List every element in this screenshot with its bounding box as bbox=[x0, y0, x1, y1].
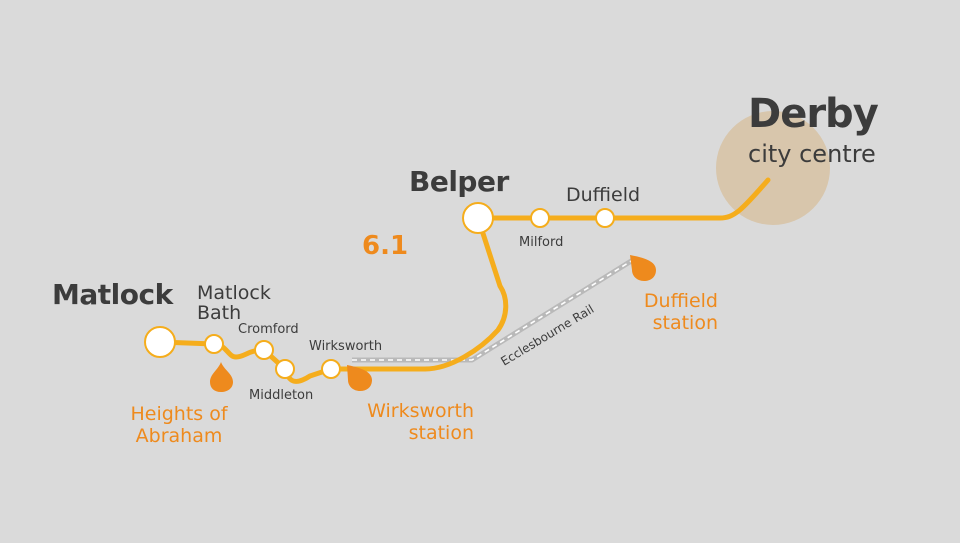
label-matlock: Matlock bbox=[52, 278, 173, 311]
label-cromford: Cromford bbox=[238, 322, 299, 337]
poi-heights-of-abraham[interactable]: Heights of Abraham bbox=[125, 403, 233, 447]
poi-duffield-station-line2: station bbox=[652, 312, 718, 334]
stop-belper[interactable] bbox=[462, 202, 494, 234]
label-middleton: Middleton bbox=[249, 388, 314, 403]
label-belper: Belper bbox=[409, 165, 509, 198]
label-derby-city-centre: city centre bbox=[748, 140, 876, 168]
ecclesbourne-railway-line bbox=[352, 255, 638, 363]
wirksworth-station-marker-icon[interactable] bbox=[347, 365, 372, 391]
label-matlock-bath-line1: Matlock bbox=[197, 282, 271, 304]
label-derby: Derby bbox=[748, 91, 879, 137]
poi-heights-line1: Heights of bbox=[130, 403, 228, 425]
stop-wirksworth[interactable] bbox=[321, 359, 341, 379]
heights-of-abraham-marker-icon[interactable] bbox=[210, 362, 233, 392]
cycle-route-line bbox=[157, 177, 771, 384]
stop-cromford[interactable] bbox=[254, 340, 274, 360]
route-number: 6.1 bbox=[362, 231, 409, 261]
stop-matlock-bath[interactable] bbox=[204, 334, 224, 354]
stop-middleton[interactable] bbox=[275, 359, 295, 379]
poi-duffield-station[interactable]: Duffield station bbox=[636, 290, 718, 334]
label-milford: Milford bbox=[519, 235, 564, 250]
label-duffield: Duffield bbox=[566, 184, 641, 206]
poi-heights-line2: Abraham bbox=[135, 425, 223, 447]
label-matlock-bath: Matlock Bath bbox=[197, 283, 271, 323]
poi-wirksworth-station-line1: Wirksworth bbox=[367, 400, 474, 422]
stop-duffield[interactable] bbox=[595, 208, 615, 228]
poi-wirksworth-station[interactable]: Wirksworth station bbox=[356, 400, 474, 444]
derby-city-area bbox=[716, 111, 830, 225]
duffield-station-marker-icon[interactable] bbox=[630, 255, 656, 281]
poi-duffield-station-line1: Duffield bbox=[643, 290, 718, 312]
label-wirksworth: Wirksworth bbox=[309, 339, 383, 354]
poi-wirksworth-station-line2: station bbox=[408, 422, 474, 444]
label-matlock-bath-line2: Bath bbox=[197, 302, 242, 324]
stop-matlock[interactable] bbox=[144, 326, 176, 358]
stop-milford[interactable] bbox=[530, 208, 550, 228]
